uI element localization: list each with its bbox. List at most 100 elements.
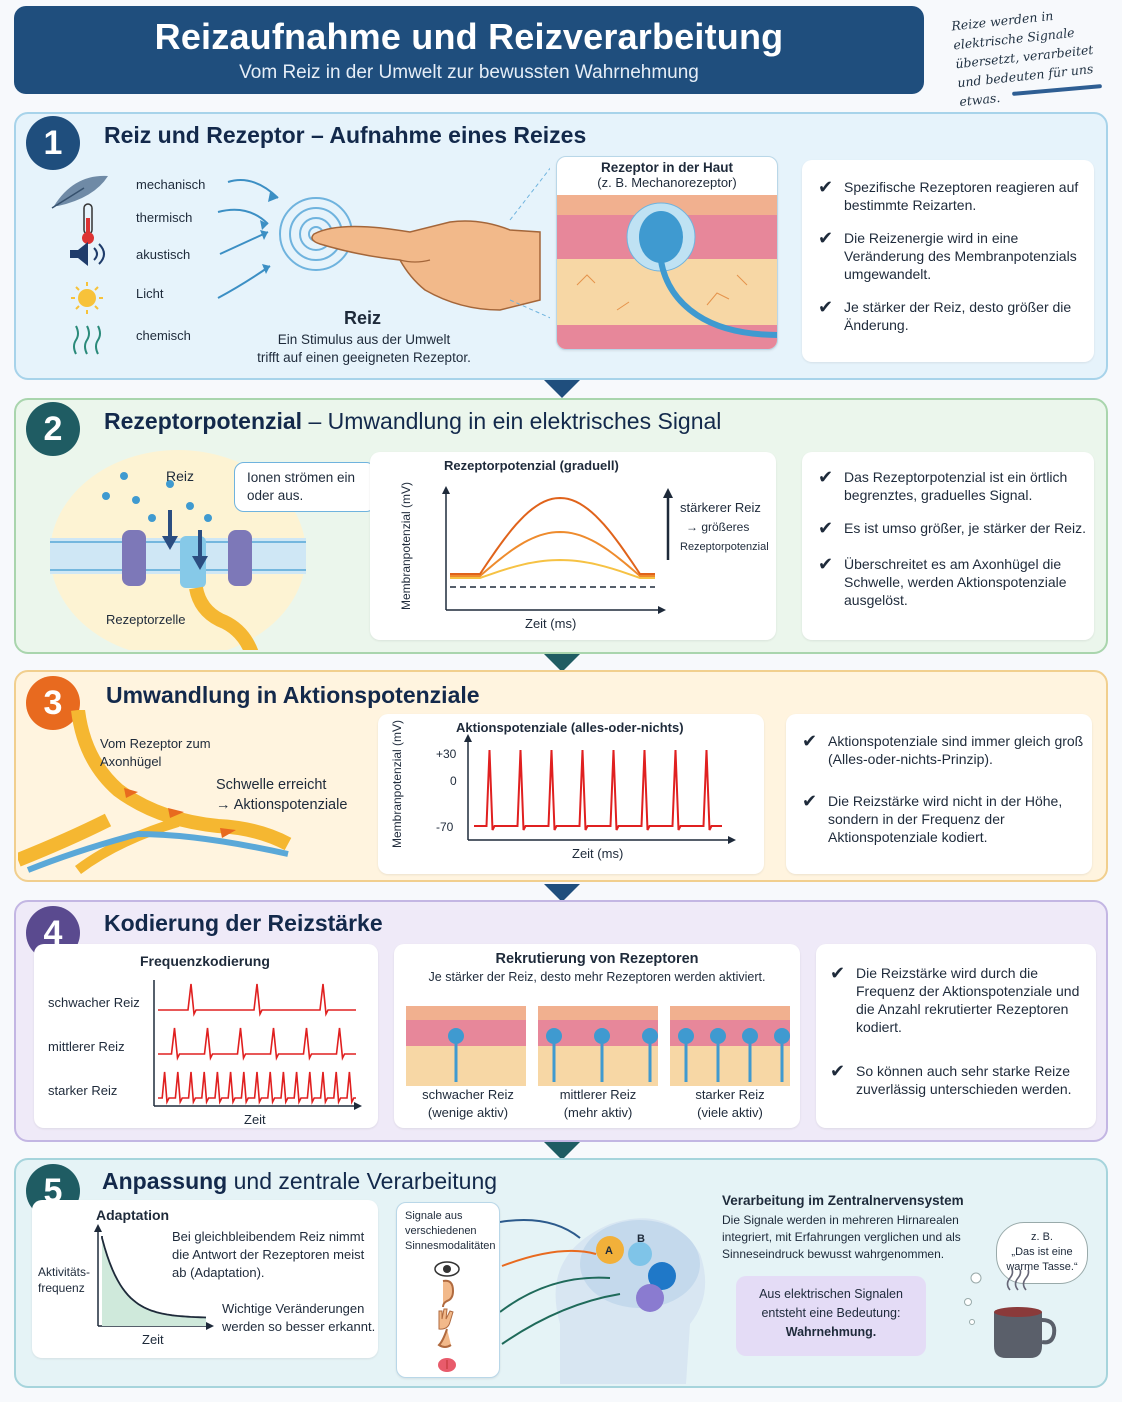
senses-title: Signale aus verschiedenen Sinnesmodalitä… [405,1210,496,1252]
stimulus-akustisch: akustisch [136,247,191,262]
eye-icon [434,1261,460,1277]
fact-3-1: Aktionspotenziale sind immer gleich groß… [794,732,1084,768]
recruitment-label-strong: starker Reiz(viele aktiv) [695,1087,765,1120]
thermometer-icon [82,203,94,244]
tongue-icon [438,1358,456,1372]
spikes-strong [158,1071,356,1105]
stimulus-chemisch: chemisch [136,328,191,343]
flow-arrow-2 [544,654,580,672]
page-subtitle: Vom Reiz in der Umwelt zur bewussten Wah… [239,62,699,83]
thought-bubble: z. B.„Das ist eine warme Tasse.“ [996,1222,1088,1284]
ap-chart-title: Aktionspotenziale (alles-oder-nichts) [456,720,684,735]
fact-1-2: Die Reizenergie wird in eine Veränderung… [810,229,1086,283]
page-title: Reizaufnahme und Reizverarbeitung [154,16,784,57]
section-3-facts: Aktionspotenziale sind immer gleich groß… [786,714,1092,874]
row-strong: starker Reiz [48,1083,117,1098]
ion-dots [102,472,212,522]
curve-weak [450,558,655,579]
adaptation-chart: Adaptation Aktivitäts- frequenz Zeit [38,1207,214,1347]
senses-panel: Signale aus verschiedenen Sinnesmodalitä… [396,1202,500,1378]
recruitment-illustration [406,1006,790,1086]
action-potential-chart: Aktionspotenziale (alles-oder-nichts) Me… [390,720,736,861]
fact-1-1: Spezifische Rezeptoren reagieren auf bes… [810,178,1086,214]
fact-2-3: Überschreitet es am Axonhügel die Schwel… [810,555,1086,609]
brain-label-a: A [605,1245,613,1257]
skin-receptor-panel: Rezeptor in der Haut (z. B. Mechanorezep… [556,156,778,350]
adaptation-text: Bei gleichbleibendem Reiz nimmt die Antw… [172,1229,365,1280]
stimulus-licht: Licht [136,286,164,301]
ap-chart-xlabel: Zeit (ms) [572,846,623,861]
stimulus-mechanisch: mechanisch [136,177,206,192]
chart-xlabel: Zeit (ms) [525,616,576,631]
tick-minus70: -70 [436,820,454,834]
tick-zero: 0 [450,774,457,788]
section-4-facts: Die Reizstärke wird durch die Frequenz d… [816,944,1096,1128]
sun-icon [71,282,103,314]
section-3-title: Umwandlung in Aktionspotenziale [106,682,480,708]
chart-ylabel: Membranpotenzial (mV) [399,482,413,610]
spikes-medium [158,1027,356,1061]
frequency-coding-chart: Frequenzkodierung schwacher Reiz mittler… [48,953,362,1127]
fact-3-2: Die Reizstärke wird nicht in der Höhe, s… [794,792,1084,846]
fact-2-1: Das Rezeptorpotenzial ist ein örtlich be… [810,468,1086,504]
hand-icon [438,1308,454,1330]
neuron-path-label: Vom Rezeptor zum Axonhügel [100,736,211,769]
spike-train [474,749,722,831]
tick-plus30: +30 [436,747,457,761]
legend-line-2: → größeres [686,520,749,534]
flow-arrow-4 [544,1142,580,1160]
stimulus-thermisch: thermisch [136,210,193,225]
fact-2-2: Es ist umso größer, je stärker der Reiz. [810,519,1086,537]
recruitment-panel: Rekrutierung von Rezeptoren Je stärker d… [394,944,800,1128]
freq-title: Frequenzkodierung [140,953,270,969]
adapt-title: Adaptation [96,1207,169,1223]
legend-line-3: Rezeptorpotenzial [680,541,769,553]
header-banner: Reizaufnahme und Reizverarbeitung Vom Re… [14,6,924,94]
frequency-coding-panel: Frequenzkodierung schwacher Reiz mittler… [34,944,378,1128]
area-b [628,1242,652,1266]
threshold-label: Schwelle erreicht→ Aktionspotenziale [216,777,348,813]
flow-arrow-3 [544,884,580,902]
legend-line-1: stärkerer Reiz [680,500,761,515]
adaptation-text-2: Wichtige Veränderungen werden so besser … [222,1301,376,1334]
adaptation-curve [101,1236,207,1319]
row-weak: schwacher Reiz [48,995,140,1010]
action-potential-chart-panel: Aktionspotenziale (alles-oder-nichts) Me… [378,714,764,874]
stimulus-illustration [217,167,550,319]
stimulus-icons [51,175,108,355]
brain-label-b: B [637,1233,645,1245]
adapt-ylabel-2: frequenz [38,1281,85,1295]
section-4-title: Kodierung der Reizstärke [104,910,383,936]
signal-arrows [124,788,236,838]
section-1-facts: Spezifische Rezeptoren reagieren auf bes… [802,160,1094,362]
receptor-potential-chart: Rezeptorpotenzial (graduell) Membranpote… [399,458,769,631]
ear-icon [442,1279,455,1308]
recruitment-title: Rekrutierung von Rezeptoren [495,951,699,967]
recruitment-subtitle: Je stärker der Reiz, desto mehr Rezeptor… [428,970,766,984]
section-2-title: Rezeptorpotenzial – Umwandlung in ein el… [104,408,722,434]
fumes-icon [73,325,101,355]
coffee-cup-icon [994,1307,1057,1358]
recruitment-label-medium: mittlerer Reiz(mehr aktiv) [559,1087,637,1120]
adaptation-panel: Adaptation Aktivitäts- frequenz Zeit Bei… [32,1200,378,1358]
skin-panel-subtitle: (z. B. Mechanorezeptor) [597,175,737,190]
membrane-reiz-label: Reiz [166,468,195,484]
freq-xlabel: Zeit [244,1112,266,1127]
curve-strong [450,496,655,575]
fact-4-1: Die Reizstärke wird durch die Frequenz d… [822,964,1090,1036]
reiz-label: Reiz [344,308,382,328]
section-1-badge: 1 [26,116,80,170]
cup-illustration [964,1270,1057,1358]
skin-cross-section [557,195,777,349]
section-2-facts: Das Rezeptorpotenzial ist ein örtlich be… [802,452,1094,640]
recruitment-label-weak: schwacher Reiz(wenige aktiv) [422,1087,514,1120]
receptor-potential-chart-panel: Rezeptorpotenzial (graduell) Membranpote… [370,452,776,640]
zns-title: Verarbeitung im Zentralnervensystem [722,1193,964,1208]
zns-text: Die Signale werden in mehreren Hirnareal… [722,1213,961,1261]
feather-icon [51,175,108,209]
skin-panel-title: Rezeptor in der Haut [600,160,733,175]
ap-chart-ylabel: Membranpotenzial (mV) [390,720,404,848]
nose-icon [437,1328,452,1348]
